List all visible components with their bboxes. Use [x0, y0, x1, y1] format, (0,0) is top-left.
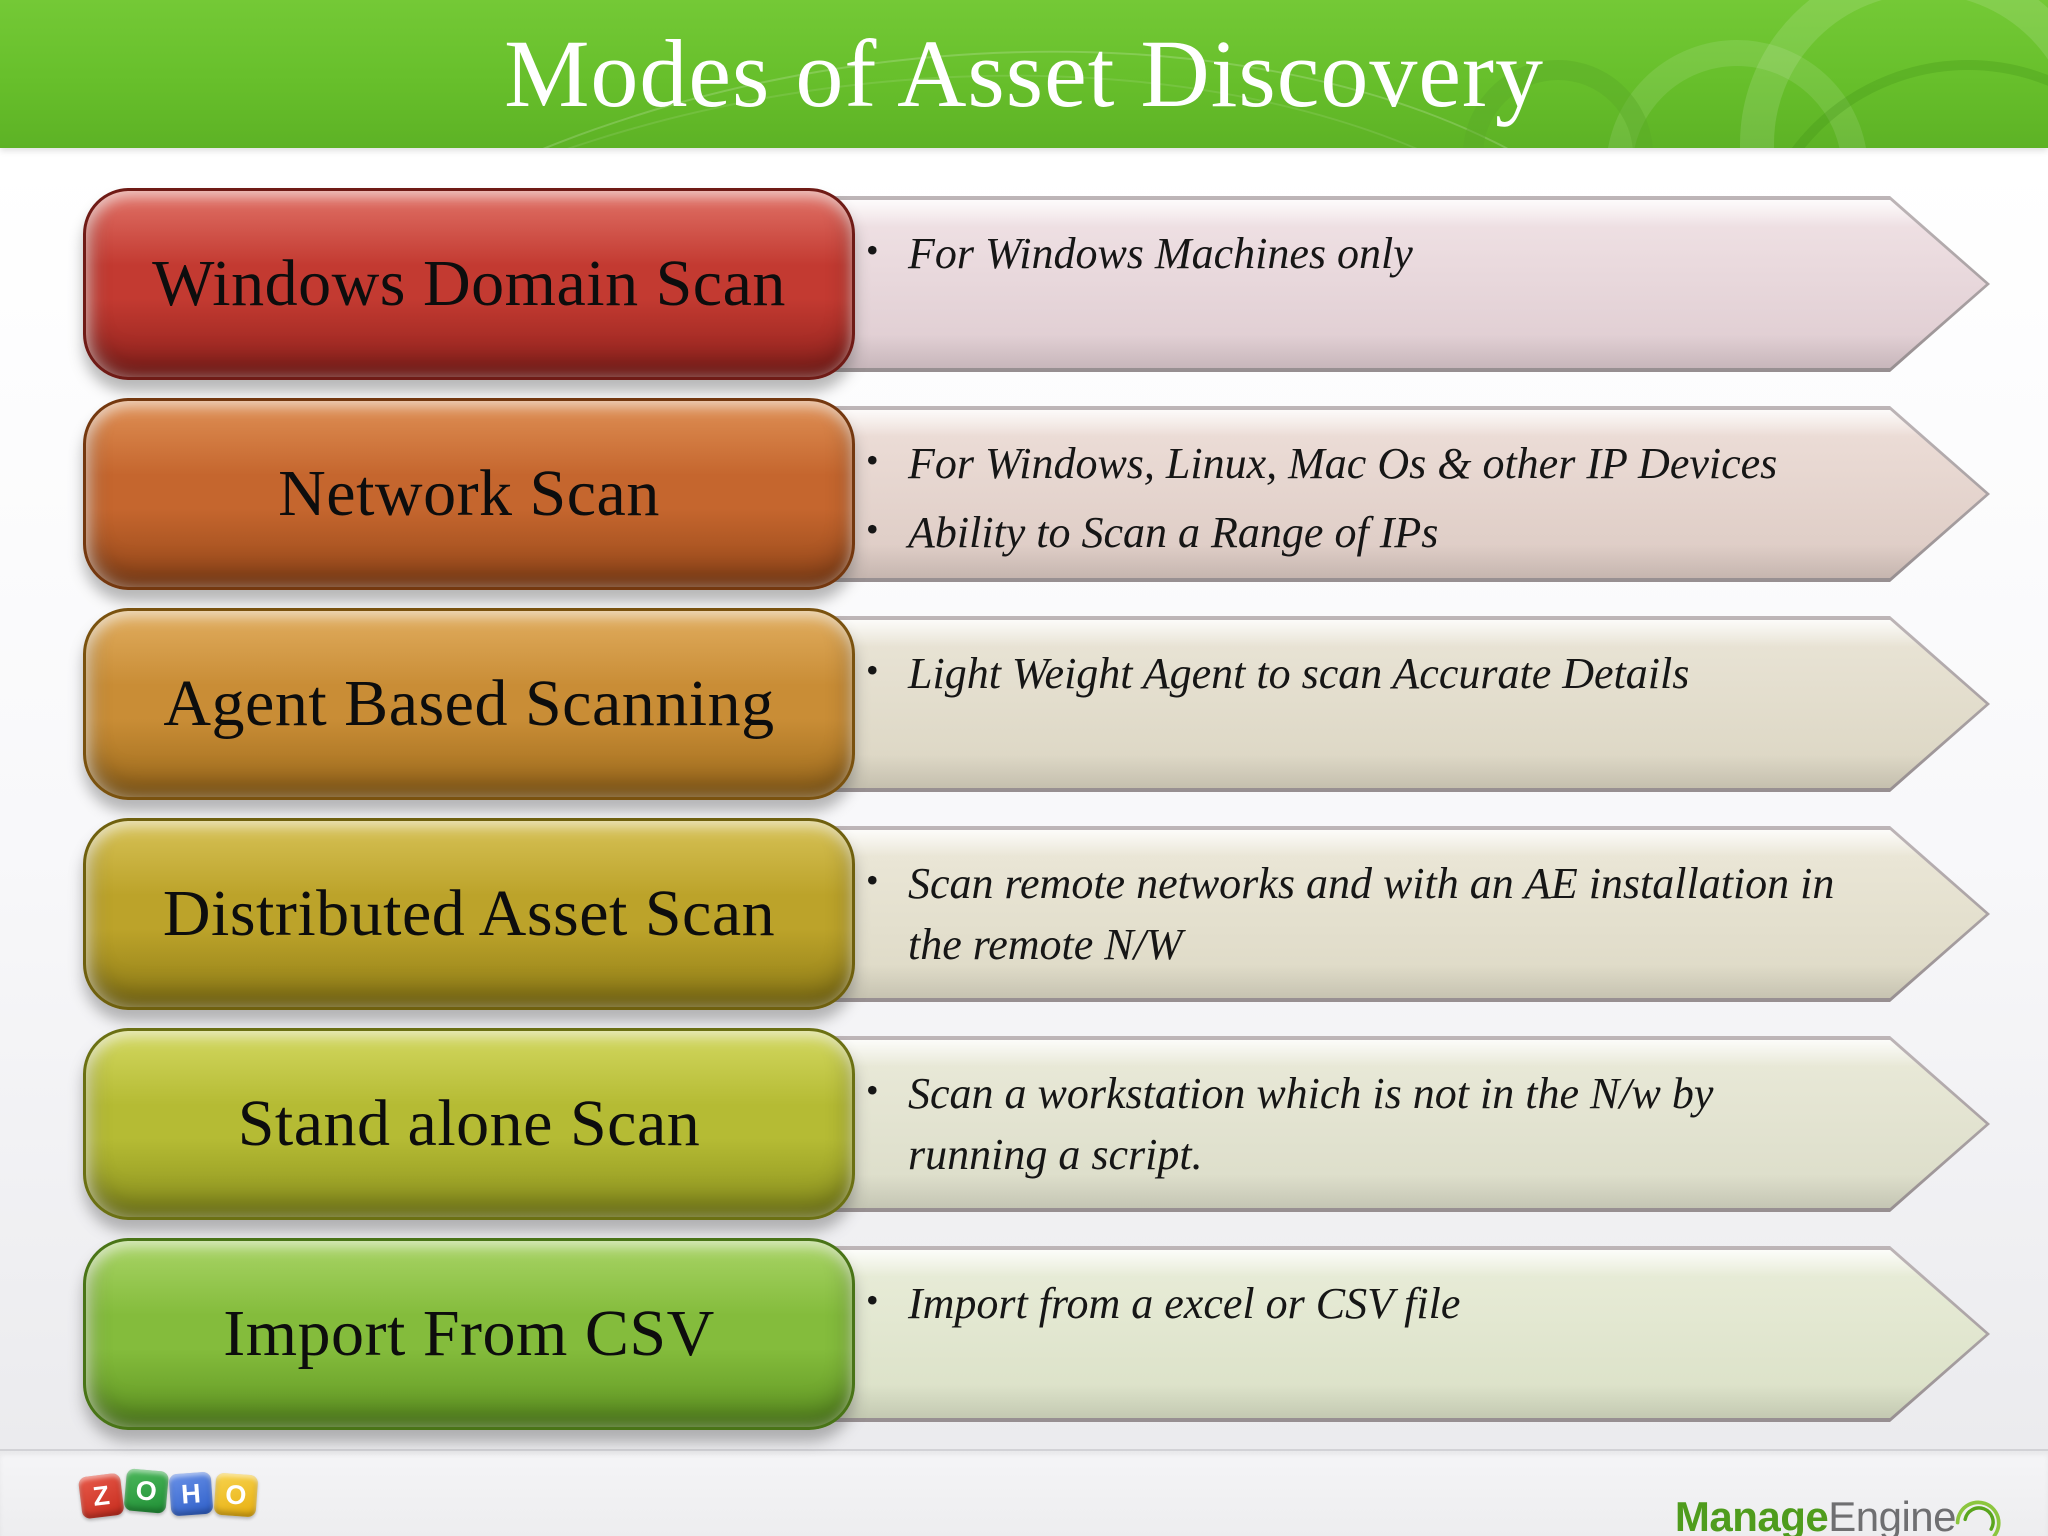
bullet-list: Scan a workstation which is not in the N… [862, 1064, 1836, 1193]
mode-row-network-scan: For Windows, Linux, Mac Os & other IP De… [0, 398, 2048, 590]
mode-row-stand-alone-scan: Scan a workstation which is not in the N… [0, 1028, 2048, 1220]
bullet-item: For Windows, Linux, Mac Os & other IP De… [862, 434, 1836, 495]
zoho-tile-o2: O [213, 1472, 259, 1518]
zoho-logo: Z O H O [77, 1468, 259, 1520]
bullet-list: Import from a excel or CSV file [862, 1274, 1836, 1343]
arrow-banner-fill: Import from a excel or CSV file [624, 1250, 1986, 1418]
mode-button-import-from-csv[interactable]: Import From CSV [83, 1238, 855, 1430]
zoho-tile-o1: O [123, 1468, 170, 1514]
bullet-list: For Windows Machines only [862, 224, 1836, 293]
zoho-letter: H [180, 1477, 202, 1510]
zoho-letter: Z [91, 1479, 112, 1512]
bullet-item: Scan a workstation which is not in the N… [862, 1064, 1836, 1185]
mode-label: Distributed Asset Scan [162, 877, 776, 950]
manageengine-swirl-icon [1955, 1500, 2001, 1536]
mode-label: Network Scan [278, 457, 660, 530]
manageengine-manage-text: Manage [1674, 1493, 1829, 1536]
bullet-item: Scan remote networks and with an AE inst… [862, 854, 1836, 975]
manageengine-engine-text: Engine [1828, 1493, 1956, 1536]
bullet-list: For Windows, Linux, Mac Os & other IP De… [862, 434, 1836, 571]
slide-title: Modes of Asset Discovery [504, 20, 1544, 127]
zoho-tile-h: H [168, 1471, 214, 1517]
bullet-item: For Windows Machines only [862, 224, 1836, 285]
mode-button-stand-alone-scan[interactable]: Stand alone Scan [83, 1028, 855, 1220]
zoho-tile-z: Z [77, 1472, 125, 1520]
mode-row-distributed-asset-scan: Scan remote networks and with an AE inst… [0, 818, 2048, 1010]
bullet-item: Import from a excel or CSV file [862, 1274, 1836, 1335]
bullet-list: Light Weight Agent to scan Accurate Deta… [862, 644, 1836, 713]
mode-button-network-scan[interactable]: Network Scan [83, 398, 855, 590]
mode-row-windows-domain-scan: For Windows Machines only Windows Domain… [0, 188, 2048, 380]
mode-button-agent-based-scanning[interactable]: Agent Based Scanning [83, 608, 855, 800]
mode-row-agent-based-scanning: Light Weight Agent to scan Accurate Deta… [0, 608, 2048, 800]
mode-label: Windows Domain Scan [152, 247, 786, 320]
bullet-list: Scan remote networks and with an AE inst… [862, 854, 1836, 983]
mode-row-import-from-csv: Import from a excel or CSV file Import F… [0, 1238, 2048, 1430]
bullet-item: Ability to Scan a Range of IPs [862, 503, 1836, 564]
mode-label: Agent Based Scanning [163, 667, 775, 740]
mode-label: Stand alone Scan [237, 1087, 701, 1160]
bullet-item: Light Weight Agent to scan Accurate Deta… [862, 644, 1836, 705]
mode-label: Import From CSV [223, 1297, 715, 1370]
zoho-letter: O [224, 1478, 248, 1511]
mode-button-windows-domain-scan[interactable]: Windows Domain Scan [83, 188, 855, 380]
mode-button-distributed-asset-scan[interactable]: Distributed Asset Scan [83, 818, 855, 1010]
zoho-letter: O [134, 1474, 159, 1507]
slide-header: Modes of Asset Discovery [0, 0, 2048, 148]
